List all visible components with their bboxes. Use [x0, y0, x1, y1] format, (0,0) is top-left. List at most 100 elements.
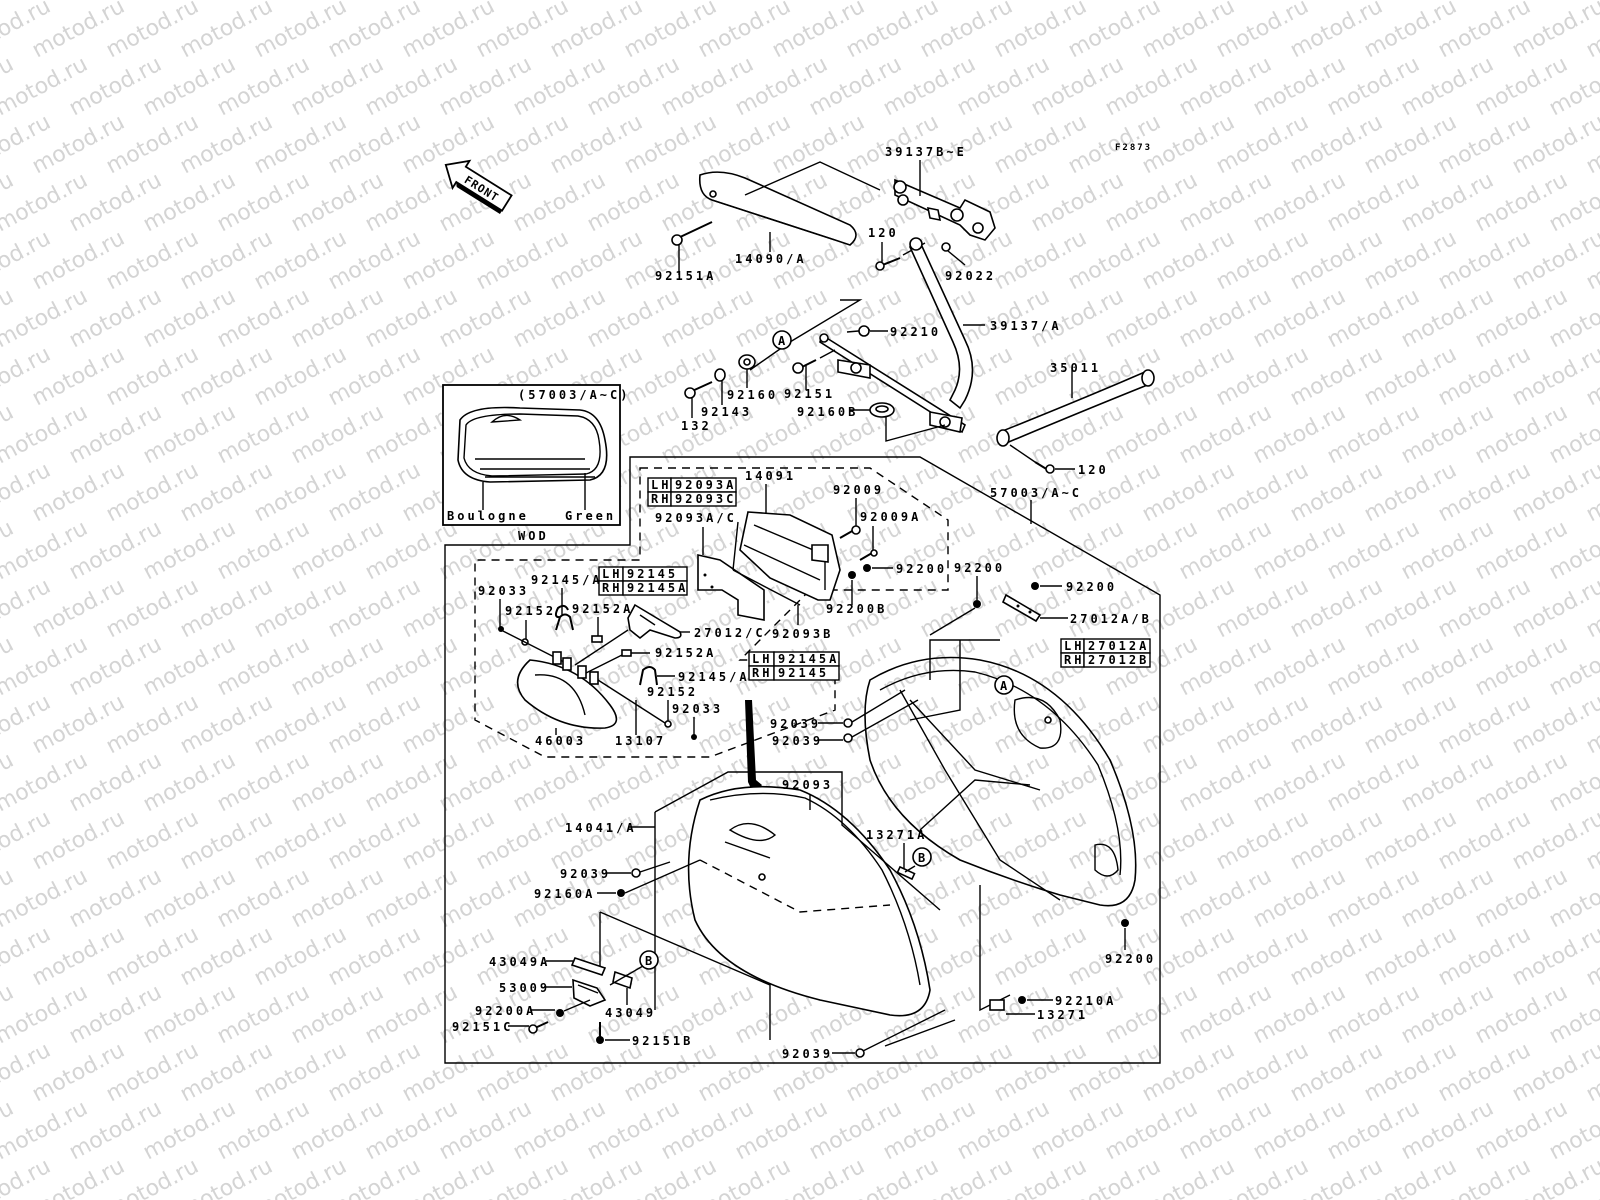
- bolt-92151: [792, 359, 817, 374]
- label-14041A: 14041/A: [565, 821, 637, 835]
- label-132: 132: [681, 419, 712, 433]
- spring-92145-2: [639, 666, 658, 686]
- label-92210: 92210: [890, 325, 941, 339]
- assembly-pointer-arrow: [745, 700, 762, 795]
- table-92145-bottom: [748, 651, 840, 681]
- color-variant-inset: (57003/A~C) Boulogne Green: [442, 384, 630, 526]
- label-92009: 92009: [833, 483, 884, 497]
- ref-circle-b-body: [912, 847, 932, 867]
- table-92093: [647, 477, 737, 507]
- nut-92160A: [617, 889, 625, 897]
- hinge-53009: [572, 978, 607, 1007]
- table-92145-bottom-r0-side: LH: [752, 652, 772, 666]
- inset-title: (57003/A~C): [518, 388, 630, 402]
- handle-46003: [516, 651, 618, 729]
- plate-92093AC: [697, 553, 765, 621]
- washer-92022: [941, 242, 951, 252]
- label-92151: 92151: [784, 387, 835, 401]
- label-120-right: 120: [1078, 463, 1109, 477]
- label-35011: 35011: [1050, 361, 1101, 375]
- nut-92200B: [848, 571, 856, 579]
- label-43049: 43049: [605, 1006, 656, 1020]
- table-92093-r0-part: 92093A: [675, 478, 736, 492]
- mount-bracket: [819, 333, 967, 434]
- label-92200-d: 92200: [1105, 952, 1156, 966]
- table-92145-bottom-r1-part: 92145: [778, 666, 829, 680]
- label-92033-1: 92033: [478, 584, 529, 598]
- label-92160B: 92160B: [797, 405, 858, 419]
- label-92039-2: 92039: [772, 734, 823, 748]
- label-92160A: 92160A: [534, 887, 595, 901]
- label-57003: 57003/A~C: [990, 486, 1082, 500]
- table-92145-top-r0-side: LH: [602, 567, 622, 581]
- nut-92200-d: [1121, 919, 1129, 927]
- latch-subassembly-outline: [474, 467, 949, 758]
- plate-43049A: [570, 957, 607, 976]
- label-92200-b: 92200: [954, 561, 1005, 575]
- label-39137A: 39137/A: [990, 319, 1062, 333]
- saddlebag-assembly-frame: [444, 456, 1161, 1064]
- screw-92009A: [859, 549, 878, 561]
- saddlebag-body-57003: [864, 639, 1137, 907]
- table-92093-r1-part: 92093C: [675, 492, 736, 506]
- latch-27012C: [627, 603, 682, 640]
- table-27012-r1-part: 27012B: [1088, 653, 1149, 667]
- front-arrow-icon: FRONT: [444, 159, 513, 215]
- label-92093: 92093: [782, 778, 833, 792]
- ref-circle-b-body-label: B: [918, 851, 925, 865]
- bolt-120-right: [1034, 461, 1055, 474]
- nut-92200-a: [863, 564, 871, 572]
- pin-92039-2: [843, 699, 919, 743]
- ref-circle-b-hinge: [639, 950, 659, 970]
- pin-92039-3: [631, 861, 671, 878]
- inset-caption: WOD: [518, 529, 549, 543]
- nut-92200-b: [973, 600, 981, 608]
- label-92093B: 92093B: [772, 627, 833, 641]
- label-13271: 13271: [1037, 1008, 1088, 1022]
- screw-92009: [839, 525, 861, 539]
- catch-27012AB: [1001, 593, 1042, 623]
- pin-92039-4: [855, 1009, 946, 1058]
- grommet-92160B: [869, 402, 895, 418]
- table-92145-bottom-r0-part: 92145A: [778, 652, 839, 666]
- label-92093AC: 92093A/C: [655, 511, 737, 525]
- table-92093-r1-side: RH: [651, 492, 671, 506]
- ref-circle-a-body: [994, 675, 1014, 695]
- ref-circle-a-body-label: A: [1000, 679, 1008, 693]
- label-92152A-1: 92152A: [572, 602, 633, 616]
- label-27012AB: 27012A/B: [1070, 612, 1152, 626]
- grab-rail-14090: [698, 171, 857, 246]
- label-92160: 92160: [727, 388, 778, 402]
- inset-label-green: Green: [565, 509, 616, 523]
- washer-92143: [714, 368, 726, 382]
- nut-92200-c: [1031, 582, 1039, 590]
- label-92039-4: 92039: [782, 1047, 833, 1061]
- label-92200-a: 92200: [896, 562, 947, 576]
- inset-label-boulogne: Boulogne: [447, 509, 529, 523]
- label-92039-1: 92039: [770, 717, 821, 731]
- table-92145-top: [598, 566, 688, 596]
- table-27012-r1-side: RH: [1064, 653, 1084, 667]
- label-92151C: 92151C: [452, 1020, 513, 1034]
- nut-92210A: [1018, 996, 1026, 1004]
- table-92145-bottom-r1-side: RH: [752, 666, 772, 680]
- label-92200-c: 92200: [1066, 580, 1117, 594]
- label-14091: 14091: [745, 469, 796, 483]
- saddlebag-lid-14041A: [687, 785, 931, 1017]
- nut-92200A: [556, 1009, 564, 1017]
- bushing-92160: [738, 354, 756, 370]
- support-bar-39137A: [908, 237, 974, 410]
- pin-92039-1: [843, 689, 906, 728]
- bolt-92151A: [671, 221, 713, 246]
- label-13271A: 13271A: [866, 828, 927, 842]
- ref-circle-a-top-label: A: [778, 334, 786, 348]
- label-92145A-2: 92145/A: [678, 670, 750, 684]
- label-120-top: 120: [868, 226, 899, 240]
- label-92152-1: 92152: [505, 604, 556, 618]
- label-92009A: 92009A: [860, 510, 921, 524]
- bolt-120-top: [875, 257, 901, 271]
- rod-35011: [996, 369, 1155, 447]
- lock-14091: [739, 511, 841, 601]
- label-39137BE: 39137B~E: [885, 145, 967, 159]
